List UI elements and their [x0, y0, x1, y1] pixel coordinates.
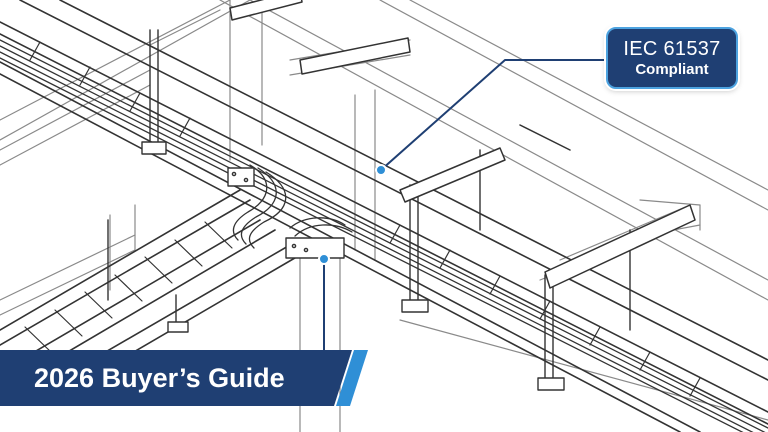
branch-tray-rungs	[24, 221, 233, 354]
main-tray-cables	[0, 39, 768, 432]
compliance-badge: IEC 61537 Compliant	[606, 27, 738, 89]
badge-standard-label: IEC 61537	[623, 38, 721, 60]
junction-cables	[232, 164, 353, 249]
banner-shape	[0, 350, 368, 406]
support-channels	[229, 0, 696, 289]
main-tray-rungs	[29, 41, 701, 397]
badge-compliant-label: Compliant	[635, 61, 709, 78]
callout-leaders	[318, 59, 607, 353]
title-banner: 2026 Buyer’s Guide	[0, 350, 370, 406]
banner-title: 2026 Buyer’s Guide	[34, 363, 285, 393]
junction-plates	[227, 167, 345, 259]
